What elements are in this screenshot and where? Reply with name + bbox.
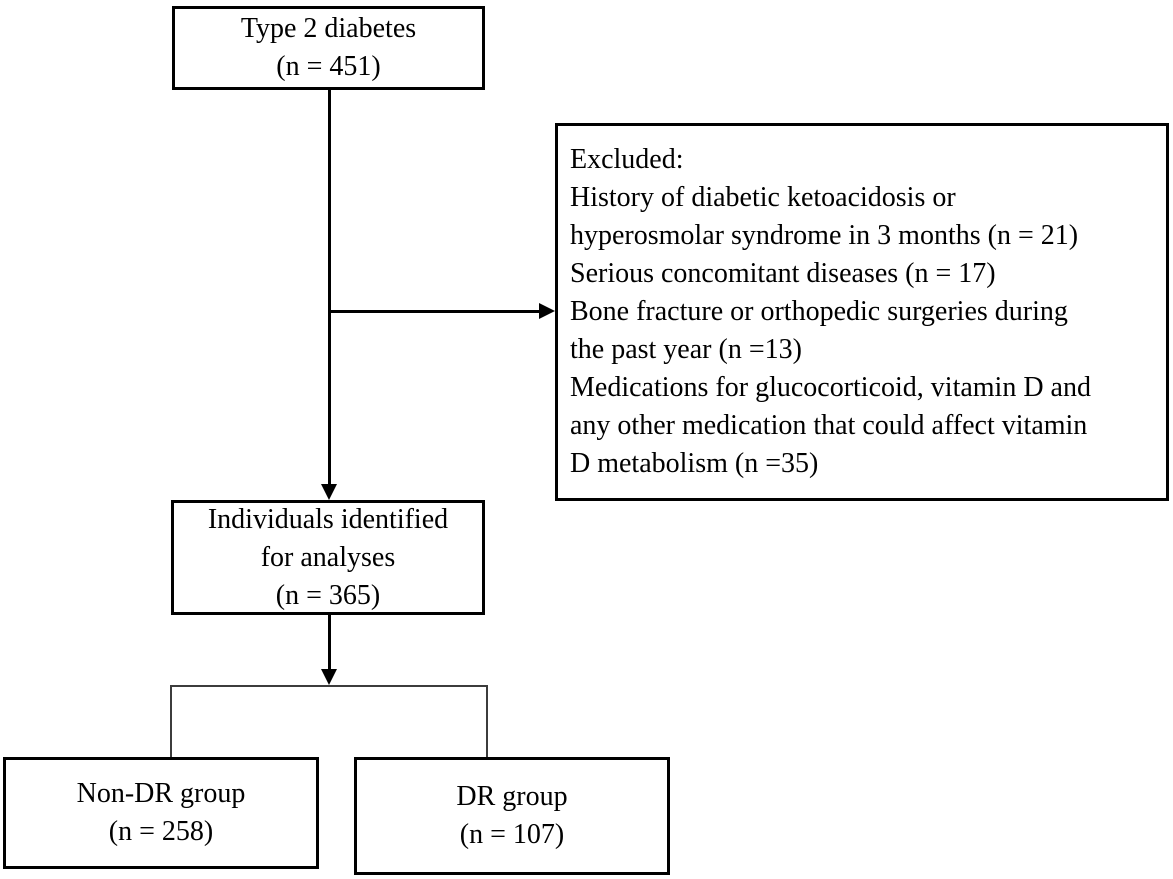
arrow-down-icon: [321, 484, 337, 500]
node-type2-diabetes: Type 2 diabetes (n = 451): [172, 6, 485, 90]
arrow-down-icon: [321, 669, 337, 685]
connector-identified-to-branch: [328, 615, 331, 670]
excluded-reason-2: Serious concomitant diseases (n = 17): [570, 258, 996, 289]
identified-label-line-2: for analyses: [260, 541, 396, 573]
excluded-reason-1-line-1: History of diabetic ketoacidosis or: [570, 182, 956, 213]
excluded-heading: Excluded:: [570, 144, 684, 175]
excluded-reason-1-line-2: hyperosmolar syndrome in 3 months (n = 2…: [570, 220, 1079, 251]
non-dr-group-count: (n = 258): [108, 816, 214, 847]
excluded-reason-3-line-1: Bone fracture or orthopedic surgeries du…: [570, 296, 1068, 327]
identified-count: (n = 365): [275, 579, 381, 611]
connector-top-to-identified: [328, 90, 331, 485]
connector-to-excluded: [329, 310, 541, 313]
connector-branch-horizontal: [170, 685, 488, 687]
node-excluded: Excluded: History of diabetic ketoacidos…: [555, 123, 1169, 501]
node-individuals-identified: Individuals identified for analyses (n =…: [171, 500, 485, 615]
connector-branch-to-non-dr: [170, 685, 172, 757]
dr-group-label: DR group: [456, 781, 568, 812]
arrow-right-icon: [539, 303, 555, 319]
excluded-reason-4-line-3: D metabolism (n =35): [570, 448, 819, 479]
excluded-reason-4-line-2: any other medication that could affect v…: [570, 410, 1088, 441]
identified-label-line-1: Individuals identified: [207, 503, 449, 535]
excluded-reason-3-line-2: the past year (n =13): [570, 334, 802, 365]
node-dr-group: DR group (n = 107): [354, 757, 670, 875]
dr-group-count: (n = 107): [459, 819, 565, 850]
non-dr-group-label: Non-DR group: [76, 778, 246, 809]
node-type2-diabetes-label: Type 2 diabetes: [240, 13, 417, 44]
excluded-reason-4-line-1: Medications for glucocorticoid, vitamin …: [570, 372, 1091, 403]
connector-branch-to-dr: [486, 685, 488, 757]
node-non-dr-group: Non-DR group (n = 258): [3, 757, 319, 869]
node-type2-diabetes-count: (n = 451): [276, 51, 381, 82]
